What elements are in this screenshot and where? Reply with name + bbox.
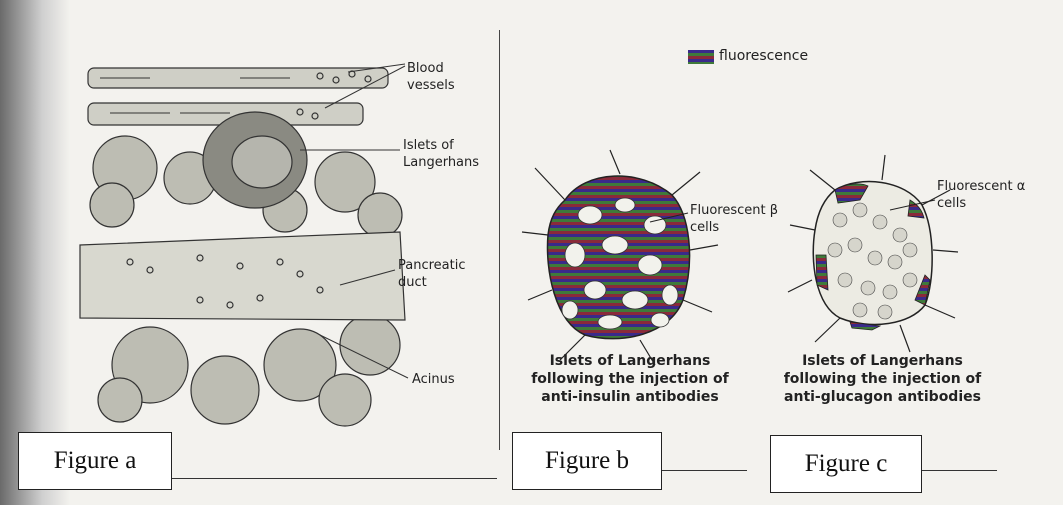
blood-vessels-label: Blood vessels — [407, 60, 455, 94]
figure-b-cell-label: Fluorescent β cells — [690, 202, 778, 236]
figure-b-islet — [522, 150, 718, 365]
figure-a-baseline — [172, 478, 497, 479]
figure-b-box: Figure b — [512, 432, 662, 490]
fluorescence-legend-swatch — [688, 50, 714, 64]
figure-b-caption: Islets of Langerhans following the injec… — [520, 352, 740, 406]
pancreas-tissue-drawing — [80, 64, 408, 426]
pancreatic-duct-shape — [80, 232, 405, 320]
figure-b-baseline — [662, 470, 747, 471]
fluorescence-legend-label: fluorescence — [719, 48, 808, 65]
figure-c-box: Figure c — [770, 435, 922, 493]
acinus-label: Acinus — [412, 371, 455, 388]
figure-c-islet — [788, 155, 958, 352]
pancreatic-duct-label: Pancreatic duct — [398, 257, 466, 291]
panel-divider — [499, 30, 500, 450]
islets-label: Islets of Langerhans — [403, 137, 479, 171]
figure-a-box: Figure a — [18, 432, 172, 490]
figure-c-baseline — [922, 470, 997, 471]
figure-c-caption: Islets of Langerhans following the injec… — [770, 352, 995, 406]
figure-c-cell-label: Fluorescent α cells — [937, 178, 1025, 212]
